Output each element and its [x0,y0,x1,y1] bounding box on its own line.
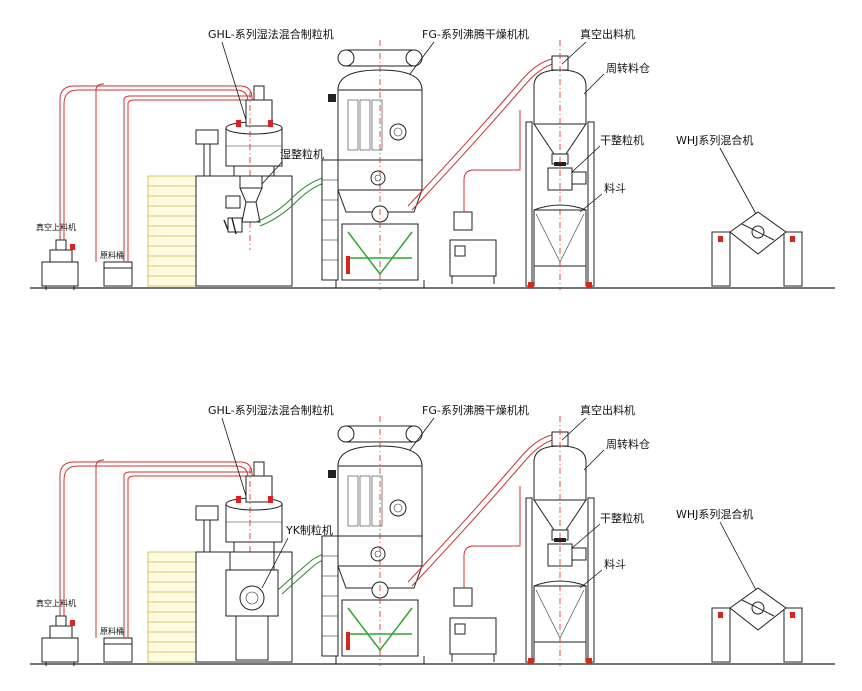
panel-bottom: GHL-系列湿法混合制粒机 FG-系列沸腾干燥机机 真空出料机 周转料仓 干整粒… [30,403,835,666]
vacuum-feeder [41,239,79,290]
label-vacuum-discharge: 真空出料机 [580,27,635,41]
feed-pipe-1 [59,85,253,240]
label-dryer: FG-系列沸腾干燥机机 [422,403,529,417]
panel-top: GHL-系列湿法混合制粒机 FG-系列沸腾干燥机机 真空出料机 周转料仓 干整粒… [30,27,835,290]
label-vacuum-feeder: 真空上料机 [36,222,76,232]
yk-granulator [225,551,279,661]
label-vacuum-discharge: 真空出料机 [580,403,635,417]
raw-material-bin [103,261,133,287]
vacuum-discharge-pipe [407,433,565,583]
label-sizing-mill: 干整粒机 [600,511,644,525]
label-granulator-mixer: GHL-系列湿法混合制粒机 [208,27,334,41]
raw-material-bin [103,637,133,663]
vacuum-pump-unit [449,110,521,284]
label-dryer: FG-系列沸腾干燥机机 [422,27,529,41]
vacuum-discharge-pipe [407,57,565,207]
wet-granulator-mixer [195,461,283,553]
label-raw-bin: 原料桶 [100,626,124,636]
label-sizing-mill: 干整粒机 [600,133,644,147]
label-hopper: 料斗 [604,557,626,571]
label-mixer: WHJ系列混合机 [676,133,753,147]
label-raw-bin: 原料桶 [100,250,124,260]
whj-mixer [711,211,803,287]
vacuum-feeder [41,615,79,666]
fluid-bed-dryer [321,425,425,664]
label-wet-mill: 湿整粒机 [280,147,324,161]
wet-mill [223,175,263,235]
vacuum-pump-unit [449,486,521,662]
operating-platform [147,175,293,287]
wet-granulator-mixer [195,85,283,177]
label-transfer-bin: 周转料仓 [606,61,650,75]
label-mixer: WHJ系列混合机 [676,507,753,521]
feed-pipe-1 [59,461,253,616]
label-granulator-mixer: GHL-系列湿法混合制粒机 [208,403,334,417]
whj-mixer [711,587,803,663]
label-transfer-bin: 周转料仓 [606,437,650,451]
label-yk-granulator: YK制粒机 [285,523,333,537]
label-hopper: 料斗 [604,181,626,195]
fluid-bed-dryer [321,49,425,288]
label-vacuum-feeder: 真空上料机 [36,598,76,608]
